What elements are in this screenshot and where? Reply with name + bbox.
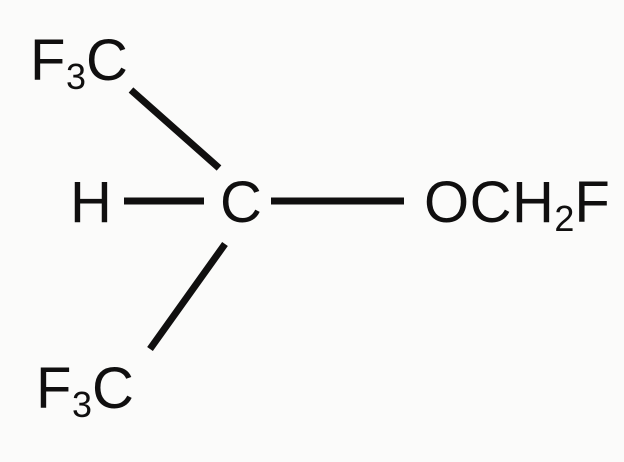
atom-element-h: H <box>70 170 113 235</box>
atom-subscript-2: 2 <box>554 198 575 240</box>
atom-label-ether-group: OCH2F <box>424 174 610 237</box>
atom-label-cf3-top: F3C <box>30 32 128 95</box>
bond-cf3-top-to-carbon <box>128 87 222 171</box>
atom-element-c: C <box>220 170 263 235</box>
atom-element-c: C <box>91 356 135 421</box>
atom-label-carbon-central: C <box>220 174 262 232</box>
atom-subscript-3: 3 <box>71 384 92 426</box>
atom-label-cf3-bottom: F3C <box>36 360 134 423</box>
atom-group-och: OCH <box>424 170 555 235</box>
atom-element-f: F <box>574 170 611 235</box>
atom-element-f: F <box>30 28 66 93</box>
bond-carbon-to-cf3-bottom <box>147 241 228 352</box>
atom-element-f: F <box>36 356 72 421</box>
atom-element-c: C <box>85 28 129 93</box>
atom-label-hydrogen: H <box>70 174 112 232</box>
atom-subscript-3: 3 <box>65 56 86 98</box>
